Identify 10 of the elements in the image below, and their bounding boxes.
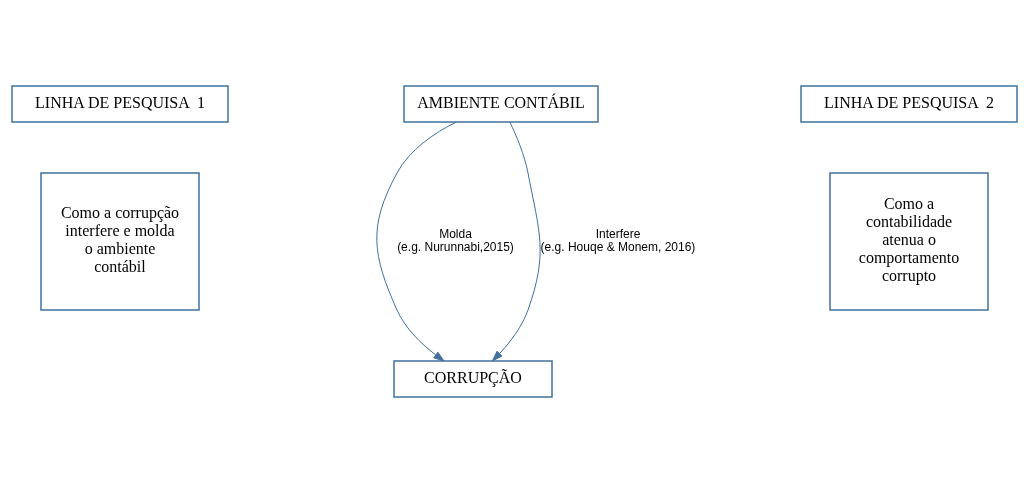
node-box: AMBIENTE CONTÁBIL xyxy=(403,84,599,123)
node-box: Como a contabilidade atenua o comportamento corrupto xyxy=(829,171,989,311)
edge-label: Molda (e.g. Nurunnabi,2015) xyxy=(397,226,514,254)
arrow xyxy=(376,121,457,361)
node-box: CORRUPÇÃO xyxy=(393,359,553,398)
node-box: Como a corrupção interfere e molda o ambiente contábil xyxy=(40,171,200,311)
node-box: LINHA DE PESQUISA 1 xyxy=(11,84,229,123)
edge-label: Interfere (e.g. Houqe & Monem, 2016) xyxy=(540,226,696,254)
node-box: LINHA DE PESQUISA 2 xyxy=(800,84,1018,123)
arrow xyxy=(492,121,541,361)
